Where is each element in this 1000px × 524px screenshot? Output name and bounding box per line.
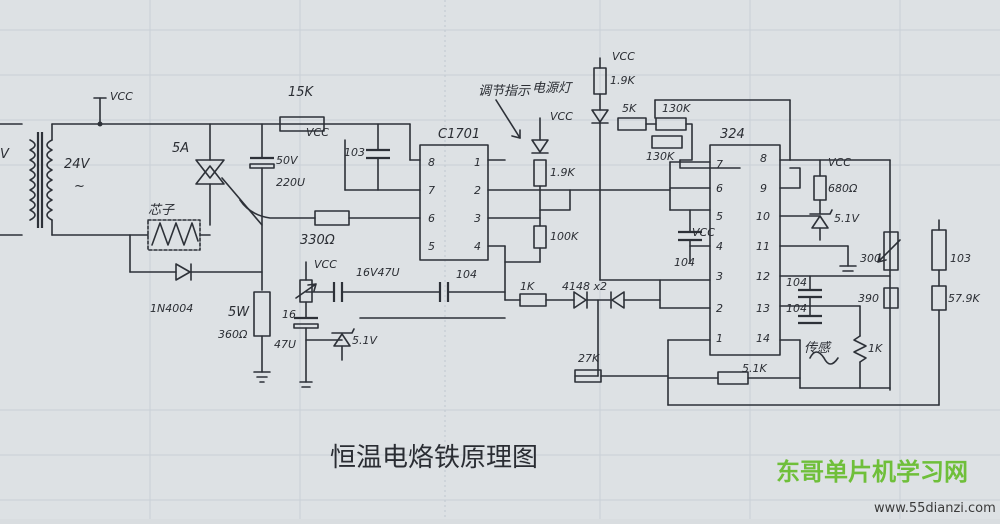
res-1-9k-a-label: 1.9K [610,74,635,87]
sw-5w-label: 5W [228,305,250,320]
cap-47u-label: 47U [274,338,296,351]
power-led-branch: VCC 1.9K [591,50,711,281]
c1701-pin-1: 1 [474,156,481,169]
cap-103-label: 103 [344,146,365,159]
ic324-pin-10: 10 [756,210,770,223]
switch-5w: 5W 360Ω [218,291,271,383]
resistor-15k [279,116,325,132]
pot-network: 5K 130K 130K [617,99,791,169]
ic324-pin-9: 9 [760,182,767,195]
res-680-label: 680Ω [828,182,858,195]
c1701-pin-5: 5 [428,240,435,253]
zener-5-1v-a-label: 5.1V [834,212,860,225]
res-130k-b-label: 130K [646,150,675,163]
res-5k-label: 5K [622,102,637,115]
res-330-label: 330Ω [300,233,335,248]
vcc-label-3: VCC [550,110,573,123]
res-103-label: 103 [950,252,971,265]
ic-c1701-label: C1701 [438,127,480,142]
res-1k-b-label: 1K [868,342,883,355]
cap-220u-label: 220U [276,176,305,189]
res-27k-label: 27K [578,352,600,365]
c1701-pin-6: 6 [428,212,435,225]
sensor-label: 传感 [804,341,832,356]
transformer-24v-label: 24V [64,157,91,172]
ic-c1701: C1701 8 7 6 5 1 2 3 4 [419,127,571,301]
c1701-pin-4: 4 [474,240,481,253]
fuse-5a-label: 5A [172,141,189,156]
res-5-1k-label: 5.1K [742,362,767,375]
ic324-pin-14: 14 [756,332,770,345]
res-390-label: 390 [858,292,879,305]
ac-symbol: ~ [74,179,85,194]
res-130k-a-label: 130K [662,102,691,115]
ic324-pin-13: 13 [756,302,770,315]
ic324-pin-7: 7 [716,158,723,171]
right-divider: 300 390 103 57.9K [789,159,980,406]
vcc-label-5: VCC [692,226,715,239]
diagram-caption: 恒温电烙铁原理图 [330,443,538,473]
cap-104-a-label: 104 [674,256,695,269]
power-rail-top: VCC 15K [93,85,411,132]
transformer-primary-label: V [0,147,10,162]
ic324-pin-6: 6 [716,182,723,195]
cap-104-b-label: 104 [456,268,477,281]
c1701-pin-3: 3 [474,212,481,225]
ic324-pin-1: 1 [716,332,723,345]
vcc-label-4: VCC [612,50,635,63]
soft-start-network: VCC 16 47U 16V47U 5.1V 104 1K [274,258,940,406]
vcc-label-2: VCC [306,126,329,139]
res-57-9k-label: 57.9K [948,292,980,305]
cap-103-top: 103 VCC [306,123,421,191]
indicator-power-label: 电源灯 [532,81,573,96]
vcc-label-7: VCC [314,258,337,271]
cap-220u: 50V 220U [249,123,305,291]
vcc-label-6: VCC [828,156,851,169]
ic324-pin-12: 12 [756,270,770,283]
cap-104-d-label: 104 [786,302,807,315]
res-1-9k-b-label: 1.9K [550,166,575,179]
ic324-pin-8: 8 [760,152,767,165]
cap-104-c-label: 104 [786,276,807,289]
ic-324: 324 7 6 5 4 3 2 1 8 9 10 11 12 13 14 104… [659,127,891,356]
res-100k-label: 100K [550,230,579,243]
res-1k-a-label: 1K [520,280,535,293]
ic324-pin-2: 2 [716,302,723,315]
triac-and-heater: 5A 芯子 1N4004 [129,123,263,315]
vcc-label-1: VCC [110,90,133,103]
res-15k-label: 15K [288,85,315,100]
resistor-330-branch: 330Ω [239,199,421,248]
sensor-network: 104 104 传感 1K [786,275,891,389]
heater-label: 芯子 [148,203,175,218]
watermark-site-name: 东哥单片机学习网 [776,458,968,486]
diode-1n4004 [175,263,191,281]
indicator-adjust-label: 调节指示 [478,84,531,99]
c1701-pin-8: 8 [428,156,435,169]
ic-324-label: 324 [720,127,745,142]
cap-16-label: 16 [282,308,296,321]
ic324-pin-3: 3 [716,270,723,283]
ic324-pin-11: 11 [756,240,770,253]
ic324-pin-4: 4 [716,240,723,253]
indicator-leds: 调节指示 电源灯 VCC 1.9K 100K [478,81,671,263]
cap-16v47u-label: 16V47U [356,266,400,279]
c1701-pin-2: 2 [474,184,481,197]
cap-50v-label: 50V [276,154,299,167]
c1701-pin-7: 7 [428,184,435,197]
res-360-label: 360Ω [218,328,248,341]
res-300-label: 300 [860,252,881,265]
ic324-pin-5: 5 [716,210,723,223]
transformer: V 24V ~ [0,123,131,236]
diodes-4148-label: 4148 x2 [562,280,607,293]
diode-1n4004-label: 1N4004 [150,302,193,315]
zener-5-1v-b-label: 5.1V [352,334,378,347]
watermark-url: www.55dianzi.com [874,501,996,516]
